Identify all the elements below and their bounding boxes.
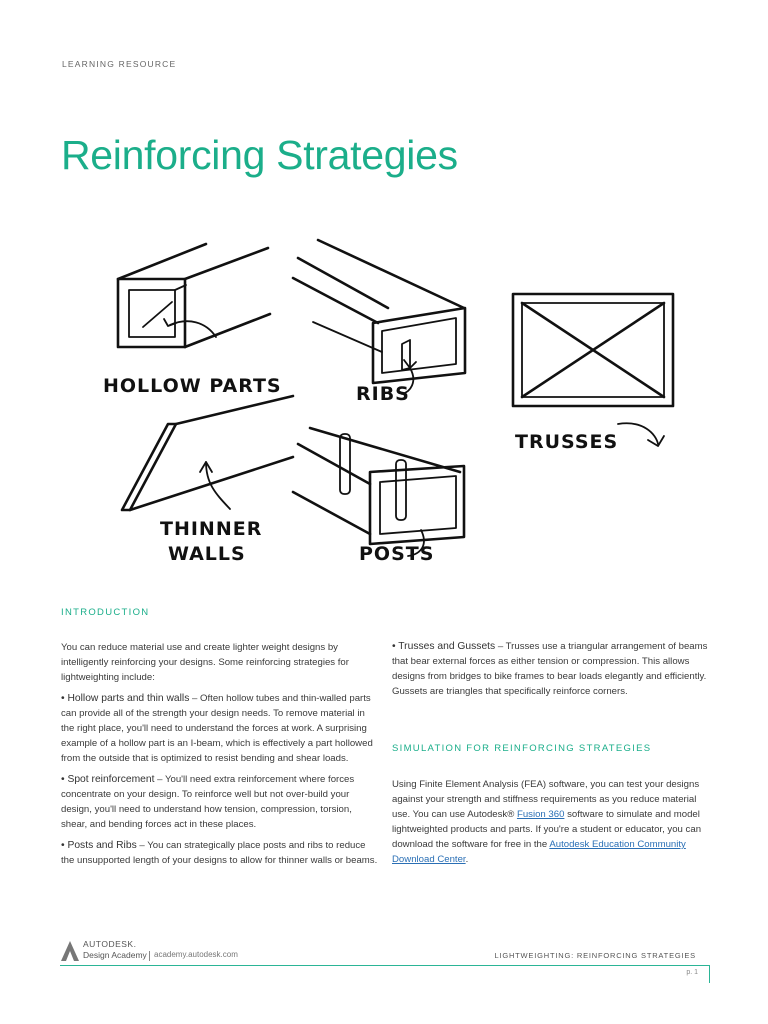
ribs-sketch <box>291 238 467 395</box>
brand-autodesk: AUTODESK. <box>83 939 137 949</box>
bullet-trusses: • Trusses and Gussets – Trusses use a tr… <box>392 639 712 699</box>
label-posts: POSTS <box>359 543 434 565</box>
bullet-hollow: • Hollow parts and thin walls – Often ho… <box>61 691 379 766</box>
bullet-hollow-text: – Often hollow tubes and thin-walled par… <box>61 693 373 764</box>
bullet-posts-lead: • Posts and Ribs <box>61 840 137 851</box>
brand-design-academy: Design Academy <box>83 950 147 960</box>
hollow-part-sketch <box>116 242 272 349</box>
sim-text-1: Using Finite Element Analysis (FEA) soft… <box>392 779 700 820</box>
brand-separator <box>149 951 150 961</box>
bullet-spot-lead: • Spot reinforcement <box>61 774 155 785</box>
reinforcing-strategies-illustration: HOLLOW PARTS THINNER WALLS RIBS <box>88 222 688 584</box>
autodesk-logo-icon <box>61 941 79 961</box>
footer-document-title: LIGHTWEIGHTING: REINFORCING STRATEGIES <box>494 951 696 960</box>
intro-paragraph: You can reduce material use and create l… <box>61 642 349 683</box>
label-ribs: RIBS <box>356 383 410 405</box>
bullet-hollow-lead: • Hollow parts and thin walls <box>61 693 190 704</box>
fusion-360-link[interactable]: Fusion 360 <box>516 809 565 820</box>
bullet-spot-text: – You'll need extra reinforcement where … <box>61 774 355 830</box>
label-thinner: THINNER <box>160 518 262 540</box>
left-column: You can reduce material use and create l… <box>61 640 379 874</box>
footer-vertical-rule <box>709 965 710 983</box>
simulation-heading: SIMULATION FOR REINFORCING STRATEGIES <box>392 743 652 754</box>
bullet-trusses-text: – Trusses use a triangular arrangement o… <box>392 641 708 697</box>
download-center-link[interactable]: Autodesk Education Community Download Ce… <box>392 839 686 865</box>
bullet-posts: • Posts and Ribs – You can strategically… <box>61 838 379 868</box>
footer-rule <box>60 965 710 966</box>
trusses-sketch <box>511 292 675 447</box>
page-title: Reinforcing Strategies <box>61 132 458 178</box>
sim-text-2: software to simulate and model lightweig… <box>392 809 702 850</box>
thin-wall-sketch <box>120 394 295 512</box>
kicker-label: LEARNING RESOURCE <box>62 59 177 69</box>
page-number: p. 1 <box>686 969 698 976</box>
introduction-heading: INTRODUCTION <box>61 607 150 618</box>
bullet-posts-text: – You can strategically place posts and … <box>61 840 378 866</box>
right-column: • Trusses and Gussets – Trusses use a tr… <box>392 639 712 705</box>
footer-url: academy.autodesk.com <box>154 950 238 959</box>
label-walls: WALLS <box>168 543 246 565</box>
label-trusses: TRUSSES <box>515 431 618 453</box>
label-hollow-parts: HOLLOW PARTS <box>103 375 282 397</box>
bullet-trusses-lead: • Trusses and Gussets <box>392 641 496 652</box>
simulation-text: Using Finite Element Analysis (FEA) soft… <box>392 777 712 873</box>
bullet-spot: • Spot reinforcement – You'll need extra… <box>61 772 379 832</box>
posts-sketch <box>291 426 466 557</box>
sim-text-3: . <box>465 854 469 865</box>
